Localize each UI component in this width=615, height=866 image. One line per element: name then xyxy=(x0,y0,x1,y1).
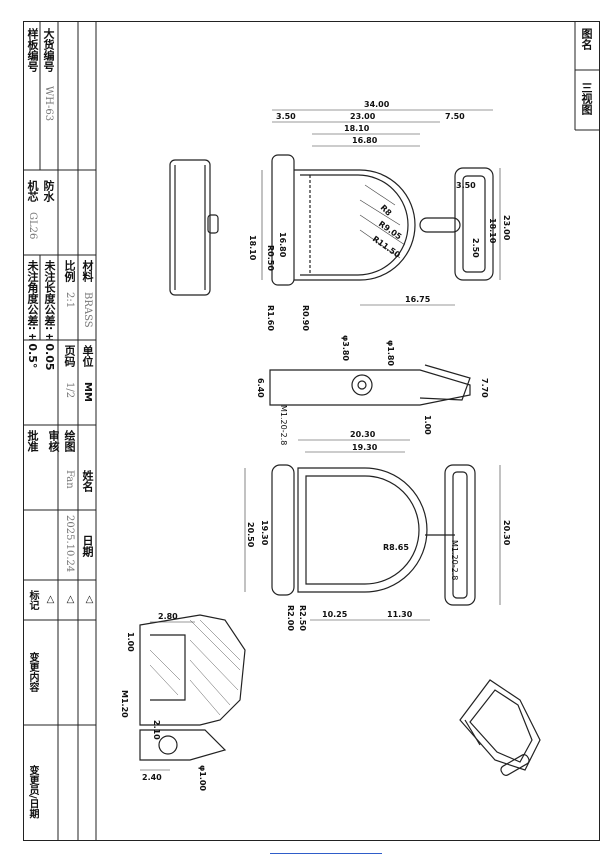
dim-r0-50: R0.50 xyxy=(266,245,275,271)
dim-r2-00: R2.00 xyxy=(286,605,295,631)
dim-detail-m1-20: M1.20 xyxy=(120,690,129,718)
core-label: 机芯 xyxy=(26,180,39,202)
dim-1-00: 1.00 xyxy=(423,415,432,435)
detail-view xyxy=(139,614,246,761)
iso-view xyxy=(459,679,541,776)
scale-label: 比例 xyxy=(63,260,76,282)
draw-label: 绘图 xyxy=(63,430,76,452)
dim-v-20-50: 20.50 xyxy=(246,522,255,548)
scale-value: 2:1 xyxy=(64,292,75,309)
top-view xyxy=(271,154,494,286)
dim-detail-1-00: 1.00 xyxy=(126,632,135,652)
detail-hatch xyxy=(149,619,241,716)
thread-label-side: M1.20-2.8 xyxy=(279,405,288,445)
dim-detail-2-40: 2.40 xyxy=(142,773,162,782)
drawing-name-value: 三视图 xyxy=(580,82,593,115)
unit-label: 单位 xyxy=(81,345,94,367)
mark-label: 标记 xyxy=(27,590,38,610)
dim-16-80: 16.80 xyxy=(352,136,378,145)
page-label: 页码 xyxy=(63,345,76,367)
tolerance-length: 未注长度公差:±0.05 xyxy=(43,260,56,371)
unit-value: MM xyxy=(82,382,93,402)
material-value: BRASS xyxy=(82,292,93,328)
dimension-lines xyxy=(140,109,501,771)
middle-side-view xyxy=(269,364,471,406)
drawing-frame xyxy=(23,21,600,841)
dim-v-18-10: 18.10 xyxy=(248,235,257,261)
dim-detail-2-10: 2.10 xyxy=(152,720,161,740)
dim-3-50b: 3.50 xyxy=(456,181,476,190)
dim-v-20-30: 20.30 xyxy=(502,520,511,546)
dim-16-75: 16.75 xyxy=(405,295,431,304)
dim-v-23: 23.00 xyxy=(502,215,511,241)
dim-11-30: 11.30 xyxy=(387,610,413,619)
dim-r1-60: R1.60 xyxy=(266,305,275,331)
bulk-no-label: 大货编号 xyxy=(42,28,55,72)
dim-6-40: 6.40 xyxy=(256,378,265,398)
dim-r8-65: R8.65 xyxy=(383,543,409,552)
dim-3-50a: 3.50 xyxy=(276,112,296,121)
core-value: GL26 xyxy=(27,212,38,240)
dim-19-30: 19.30 xyxy=(352,443,378,452)
dim-34: 34.00 xyxy=(364,100,390,109)
dim-2-50: 2.50 xyxy=(471,238,480,258)
dim-7-70: 7.70 xyxy=(480,378,489,398)
title-block-grid xyxy=(23,21,600,841)
thread-label-bottom: M1.20-2.8 xyxy=(450,540,459,580)
change-content-label: 变更内容 xyxy=(27,652,38,692)
dim-18-10: 18.10 xyxy=(344,124,370,133)
triangle-3: △ xyxy=(45,594,56,605)
page-value: 1/2 xyxy=(64,382,75,399)
dim-10-25: 10.25 xyxy=(322,610,348,619)
bulk-no-value: WH-63 xyxy=(43,86,54,122)
dim-v-19-30: 19.30 xyxy=(260,520,269,546)
waterproof-label: 防水 xyxy=(42,180,55,202)
top-view-hatch xyxy=(359,184,406,259)
dim-r8: R8 xyxy=(379,203,394,218)
date-label: 日期 xyxy=(81,535,94,557)
dim-r0-90: R0.90 xyxy=(301,305,310,331)
bottom-view xyxy=(271,464,476,606)
date-value: 2025.10.24 xyxy=(64,515,75,573)
dim-7-50: 7.50 xyxy=(445,112,465,121)
tolerance-angle: 未注角度公差:±0.5° xyxy=(26,260,39,369)
dim-v-18-10r: 18.10 xyxy=(488,218,497,244)
changer-date-label: 变更员/日期 xyxy=(27,765,38,819)
dim-r2-50: R2.50 xyxy=(298,605,307,631)
dim-v-16-80: 16.80 xyxy=(278,232,287,258)
name-value: Fan xyxy=(64,470,75,489)
approve-label: 批准 xyxy=(26,430,39,452)
dim-phi1-80: φ1.80 xyxy=(386,340,395,366)
triangle-2: △ xyxy=(65,594,76,605)
material-label: 材料 xyxy=(81,260,94,282)
dim-phi3-80: φ3.80 xyxy=(341,335,350,361)
left-side-view xyxy=(169,159,219,296)
dim-detail-phi1: φ1.00 xyxy=(198,765,207,791)
dim-20-30: 20.30 xyxy=(350,430,376,439)
name-label: 姓名 xyxy=(81,470,94,492)
dim-2-80: 2.80 xyxy=(158,612,178,621)
triangle-1: △ xyxy=(84,594,95,605)
sample-no-label: 样板编号 xyxy=(26,28,39,72)
page-underline xyxy=(270,853,382,854)
drawing-name-label: 图名 xyxy=(580,28,593,50)
dim-23: 23.00 xyxy=(350,112,376,121)
review-label: 审核 xyxy=(47,430,60,452)
